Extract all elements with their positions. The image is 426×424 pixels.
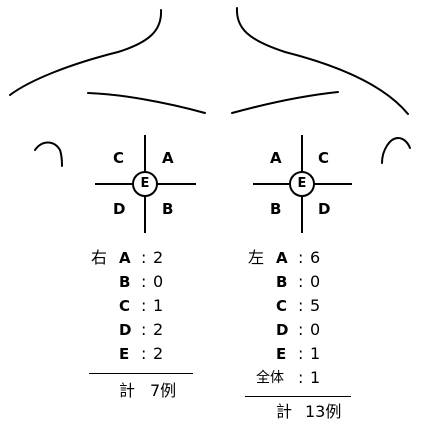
left-total-value: 13例 [305, 402, 341, 422]
row-separator: : [141, 248, 146, 268]
right-quadrant-c: C [113, 148, 124, 168]
left-quadrant-d: D [318, 199, 330, 219]
row-letter: D [276, 320, 288, 340]
row-count: 1 [153, 296, 163, 316]
row-separator: : [141, 344, 146, 364]
right-quadrant-d: D [113, 199, 125, 219]
row-count: 2 [153, 320, 163, 340]
row-separator: : [298, 272, 303, 292]
right-quadrant-b: B [162, 199, 173, 219]
row-separator: : [141, 272, 146, 292]
left-total-rule [245, 396, 351, 397]
whole-separator: : [298, 368, 303, 388]
row-separator: : [298, 344, 303, 364]
right-clavicle-line [88, 93, 205, 113]
left-quadrant-e: E [292, 174, 312, 194]
row-letter: B [119, 272, 130, 292]
row-count: 0 [153, 272, 163, 292]
left-total-label: 計 [276, 402, 292, 422]
row-letter: E [276, 344, 286, 364]
row-letter: C [276, 296, 287, 316]
right-total-label: 計 [119, 381, 135, 401]
right-neck-shoulder-line [237, 8, 408, 114]
right-quadrant-e: E [135, 174, 155, 194]
row-letter: E [119, 344, 129, 364]
left-quadrant-a: A [270, 148, 282, 168]
row-separator: : [141, 296, 146, 316]
row-count: 5 [310, 296, 320, 316]
row-count: 0 [310, 320, 320, 340]
right-quadrant-a: A [162, 148, 174, 168]
row-letter: C [119, 296, 130, 316]
left-quadrant-b: B [270, 199, 281, 219]
row-letter: A [276, 248, 288, 268]
row-separator: : [298, 296, 303, 316]
left-armpit-curve [382, 138, 410, 163]
row-letter: D [119, 320, 131, 340]
left-side-label: 左 [248, 248, 264, 268]
row-count: 0 [310, 272, 320, 292]
row-count: 2 [153, 344, 163, 364]
row-letter: B [276, 272, 287, 292]
whole-label: 全体 [256, 368, 284, 388]
right-armpit-curve [35, 143, 62, 167]
row-separator: : [298, 248, 303, 268]
row-count: 2 [153, 248, 163, 268]
left-neck-shoulder-line [10, 10, 161, 95]
row-count: 6 [310, 248, 320, 268]
row-count: 1 [310, 344, 320, 364]
right-total-rule [89, 373, 193, 374]
right-total-value: 7例 [150, 381, 176, 401]
left-quadrant-c: C [318, 148, 329, 168]
right-side-label: 右 [91, 248, 107, 268]
left-clavicle-line [232, 92, 338, 113]
row-separator: : [298, 320, 303, 340]
whole-count: 1 [310, 368, 320, 388]
row-separator: : [141, 320, 146, 340]
row-letter: A [119, 248, 131, 268]
